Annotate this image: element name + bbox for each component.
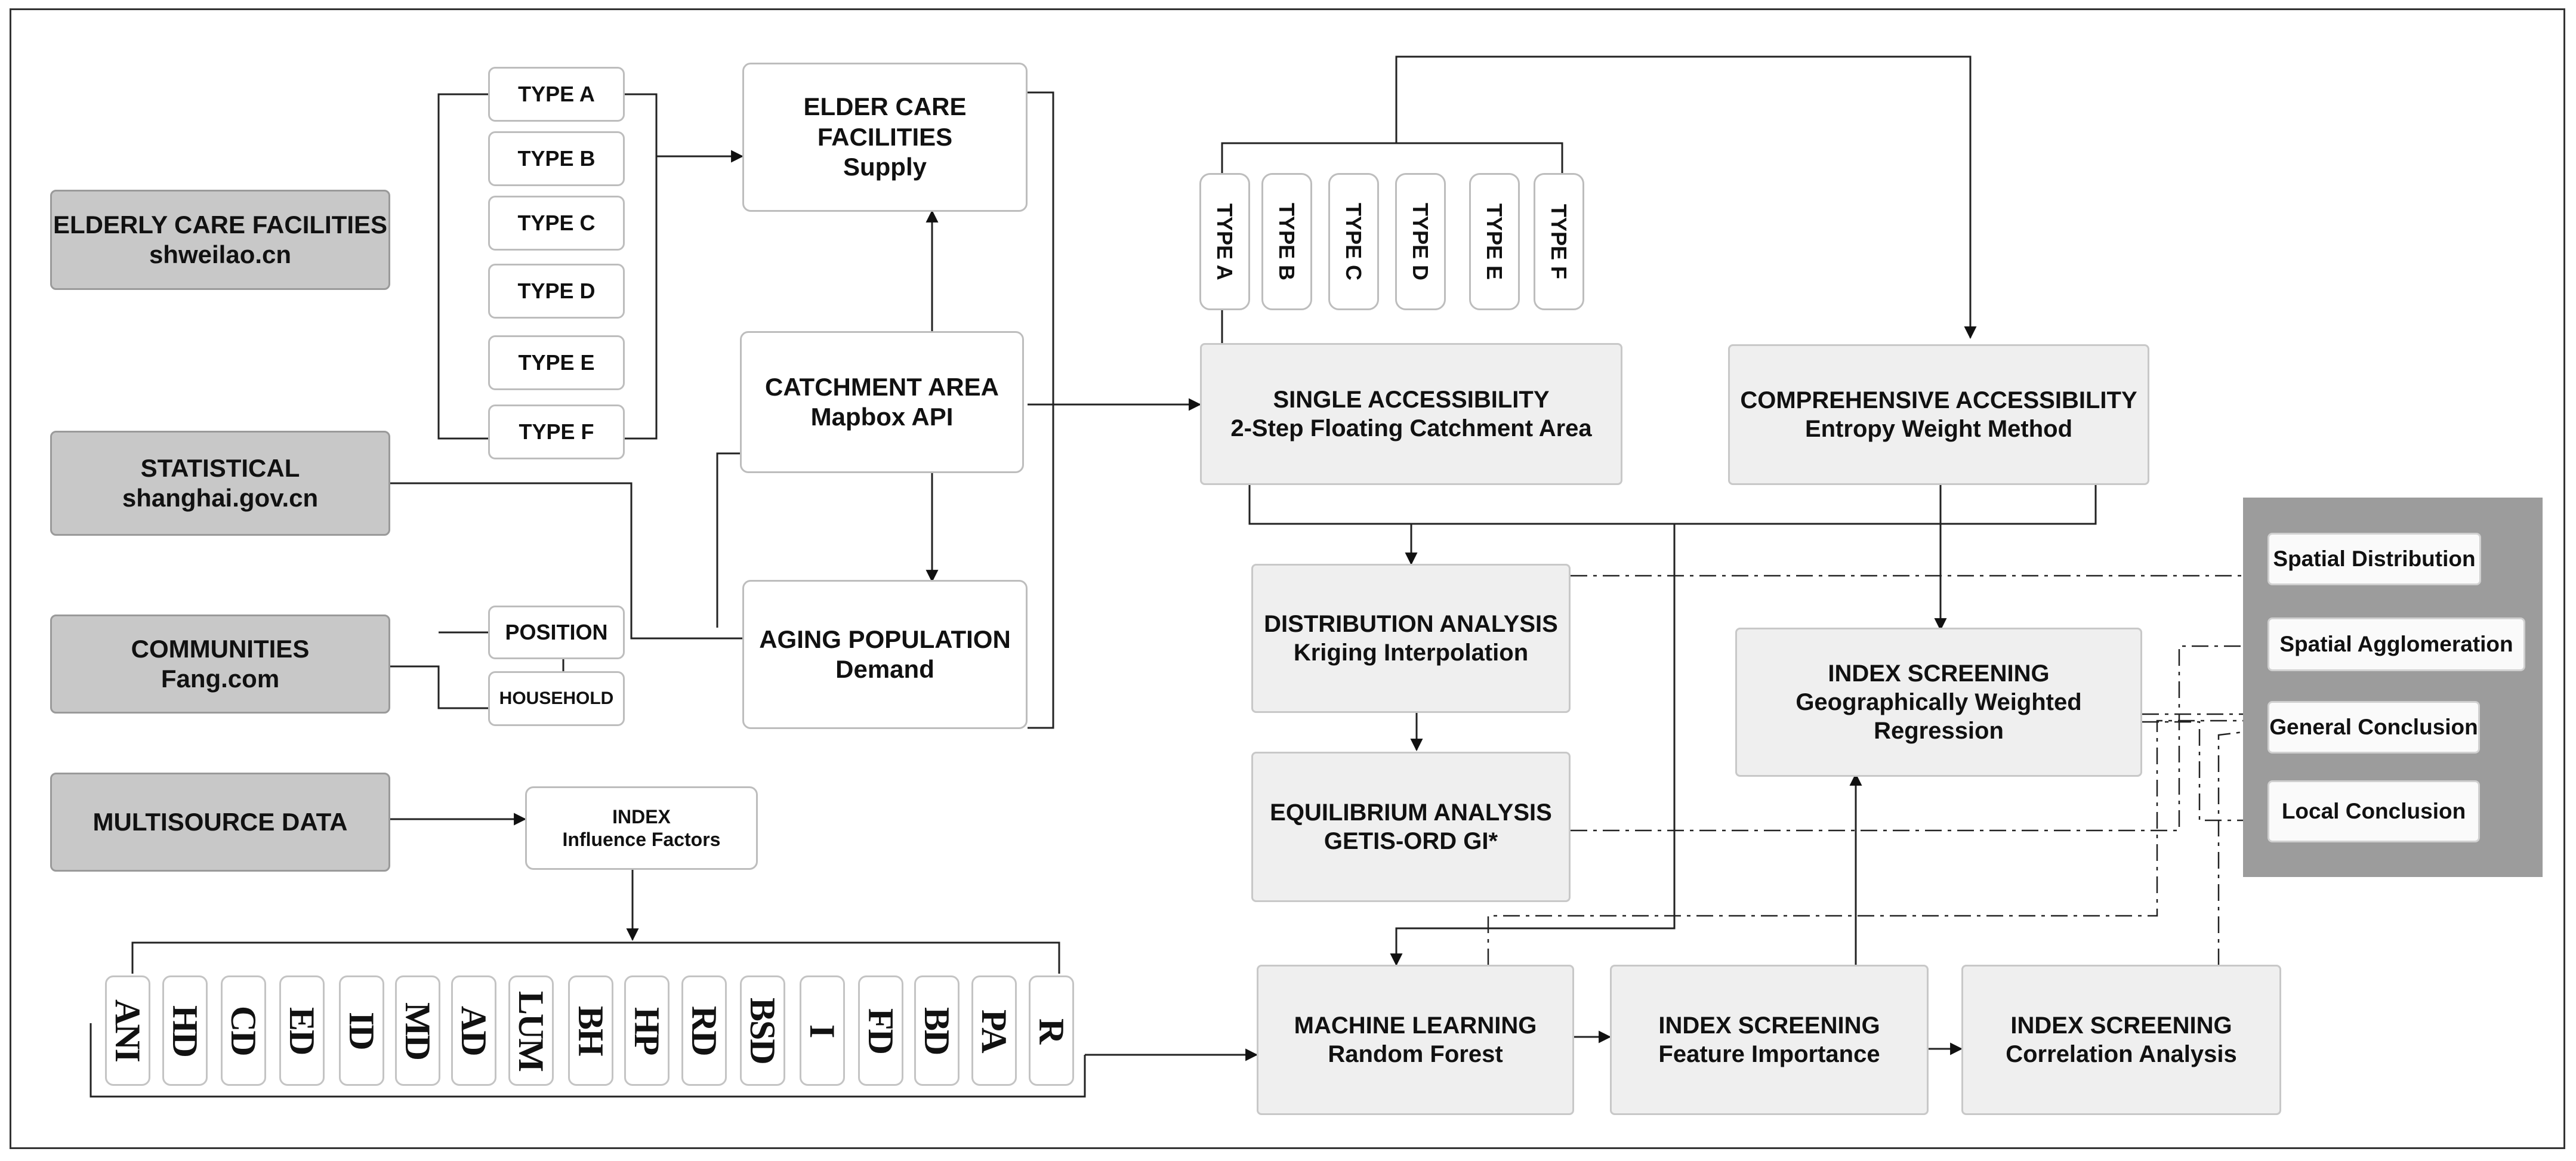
facility-type-c: TYPE C	[488, 196, 625, 251]
facility-type-a: TYPE A	[488, 67, 625, 122]
facility-type-e: TYPE E	[488, 335, 625, 390]
feature-importance-title: INDEX SCREENING	[1658, 1012, 1880, 1039]
feature-importance-subtitle: Feature Importance	[1658, 1041, 1880, 1067]
source-title: STATISTICAL	[140, 453, 300, 482]
factor-tag-rd: RD	[681, 975, 727, 1086]
feature-importance-box: INDEX SCREENING Feature Importance	[1610, 965, 1929, 1115]
source-subtitle: shweilao.cn	[149, 240, 292, 268]
source-statistical: STATISTICAL shanghai.gov.cn	[50, 431, 390, 536]
vertical-type-c: TYPE C	[1328, 173, 1379, 310]
output-general-conclusion: General Conclusion	[2268, 701, 2480, 754]
factor-tag-hd: HD	[162, 975, 208, 1086]
factor-tag-ad: AD	[451, 975, 496, 1086]
gwr-index-screening-box: INDEX SCREENING Geographically Weighted …	[1735, 628, 2142, 777]
demand-title: AGING POPULATION	[759, 625, 1011, 653]
community-position: POSITION	[488, 606, 625, 659]
vertical-type-d: TYPE D	[1395, 173, 1446, 310]
correlation-analysis-box: INDEX SCREENING Correlation Analysis	[1961, 965, 2281, 1115]
factor-tag-fd: FD	[858, 975, 903, 1086]
source-title: ELDERLY CARE FACILITIES	[53, 210, 388, 239]
factor-tag-ed: ED	[279, 975, 325, 1086]
single-accessibility-title: SINGLE ACCESSIBILITY	[1273, 387, 1550, 413]
facility-type-d: TYPE D	[488, 264, 625, 319]
facility-type-b: TYPE B	[488, 131, 625, 186]
output-spatial-agglomeration: Spatial Agglomeration	[2268, 617, 2525, 671]
output-spatial-distribution: Spatial Distribution	[2268, 533, 2481, 585]
vertical-type-a: TYPE A	[1199, 173, 1250, 310]
community-household: HOUSEHOLD	[488, 671, 625, 726]
catchment-subtitle: Mapbox API	[810, 403, 954, 431]
single-accessibility-subtitle: 2-Step Floating Catchment Area	[1230, 415, 1592, 441]
comprehensive-accessibility-box: COMPREHENSIVE ACCESSIBILITY Entropy Weig…	[1728, 344, 2149, 485]
equilibrium-subtitle: GETIS-ORD GI*	[1324, 828, 1498, 854]
supply-title: ELDER CARE FACILITIES	[803, 92, 967, 151]
source-title: MULTISOURCE DATA	[92, 807, 348, 836]
equilibrium-title: EQUILIBRIUM ANALYSIS	[1270, 799, 1552, 826]
factor-tag-hp: HP	[624, 975, 670, 1086]
supply-box: ELDER CARE FACILITIES Supply	[742, 63, 1028, 212]
factor-tag-ani: ANI	[105, 975, 150, 1086]
correlation-title: INDEX SCREENING	[2010, 1012, 2232, 1039]
source-title: COMMUNITIES	[131, 634, 310, 663]
factor-tag-r: R	[1029, 975, 1074, 1086]
source-elderly-care-facilities: ELDERLY CARE FACILITIES shweilao.cn	[50, 190, 390, 290]
single-accessibility-box: SINGLE ACCESSIBILITY 2-Step Floating Cat…	[1200, 343, 1622, 485]
facility-type-f: TYPE F	[488, 405, 625, 459]
vertical-type-e: TYPE E	[1469, 173, 1520, 310]
source-subtitle: Fang.com	[161, 665, 280, 693]
catchment-area-box: CATCHMENT AREA Mapbox API	[740, 331, 1024, 473]
gwr-subtitle: Geographically Weighted Regression	[1796, 689, 2082, 744]
factor-tag-pa: PA	[971, 975, 1017, 1086]
catchment-title: CATCHMENT AREA	[765, 372, 999, 401]
source-subtitle: shanghai.gov.cn	[122, 484, 319, 512]
correlation-subtitle: Correlation Analysis	[2006, 1041, 2237, 1067]
comprehensive-accessibility-title: COMPREHENSIVE ACCESSIBILITY	[1740, 387, 2137, 413]
source-communities: COMMUNITIES Fang.com	[50, 615, 390, 714]
factor-tag-i: I	[800, 975, 845, 1086]
demand-subtitle: Demand	[835, 655, 934, 683]
comprehensive-accessibility-subtitle: Entropy Weight Method	[1804, 416, 2073, 442]
demand-box: AGING POPULATION Demand	[742, 580, 1028, 729]
distribution-analysis-box: DISTRIBUTION ANALYSIS Kriging Interpolat…	[1251, 564, 1571, 713]
source-multisource-data: MULTISOURCE DATA	[50, 773, 390, 872]
factor-tag-bd: BD	[914, 975, 960, 1086]
distribution-subtitle: Kriging Interpolation	[1293, 640, 1529, 666]
factor-tag-md: MD	[395, 975, 440, 1086]
output-local-conclusion: Local Conclusion	[2268, 780, 2480, 842]
vertical-type-b: TYPE B	[1261, 173, 1312, 310]
factor-tag-id: ID	[339, 975, 384, 1086]
factor-tag-bh: BH	[568, 975, 613, 1086]
supply-subtitle: Supply	[843, 153, 927, 181]
index-influence-factors-box: INDEX Influence Factors	[525, 786, 758, 870]
gwr-title: INDEX SCREENING	[1828, 660, 2050, 687]
equilibrium-analysis-box: EQUILIBRIUM ANALYSIS GETIS-ORD GI*	[1251, 752, 1571, 902]
distribution-title: DISTRIBUTION ANALYSIS	[1264, 611, 1558, 637]
ml-subtitle: Random Forest	[1328, 1041, 1503, 1067]
machine-learning-box: MACHINE LEARNING Random Forest	[1257, 965, 1574, 1115]
factor-tag-cd: CD	[221, 975, 266, 1086]
diagram-frame	[10, 8, 2565, 1149]
index-title: INDEX	[612, 805, 671, 827]
index-subtitle: Influence Factors	[562, 829, 721, 850]
factor-tag-lum: LUM	[508, 975, 554, 1086]
ml-title: MACHINE LEARNING	[1294, 1012, 1537, 1039]
vertical-type-f: TYPE F	[1534, 173, 1584, 310]
factor-tag-bsd: BSD	[740, 975, 785, 1086]
